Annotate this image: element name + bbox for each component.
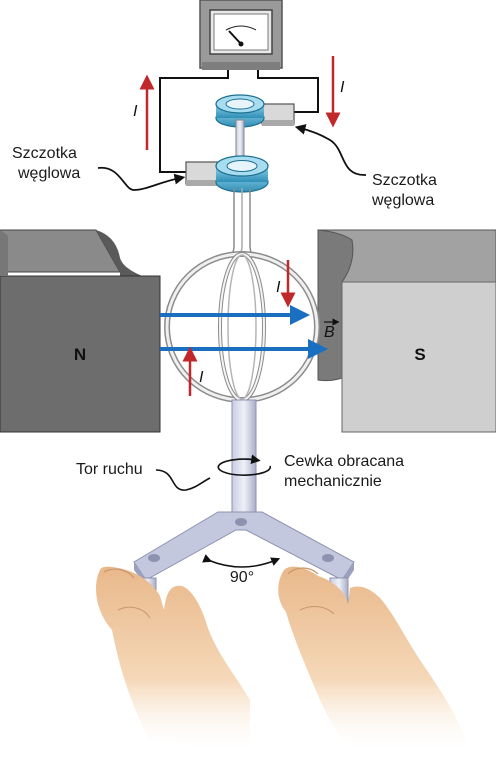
svg-text:B: B [324, 324, 335, 341]
brush-label-left: Szczotka węglowa [12, 145, 186, 191]
coil-leads [227, 188, 257, 259]
coil-label: Cewka obracana mechanicznie [284, 453, 404, 490]
current-label-coil-left: I [199, 369, 204, 386]
current-arrows-circuit [139, 56, 341, 150]
south-magnet: S [317, 229, 496, 433]
current-label-coil-right: I [276, 279, 281, 296]
lower-slip-ring [185, 155, 269, 193]
galvanometer [199, 0, 283, 70]
svg-text:Szczotka: Szczotka [12, 145, 77, 162]
current-label-left: I [133, 103, 138, 120]
right-hand [278, 566, 470, 755]
path-label: Tor ruchu [76, 461, 211, 491]
south-pole-label: S [414, 345, 425, 364]
svg-text:Szczotka: Szczotka [372, 172, 437, 189]
current-arrows-coil [182, 260, 296, 396]
svg-text:węglowa: węglowa [371, 192, 434, 209]
field-arrows [160, 305, 328, 359]
brush-label-right: Szczotka węglowa [294, 124, 437, 209]
field-symbol: B [324, 318, 340, 341]
circuit-wires [159, 70, 319, 173]
svg-text:węglowa: węglowa [17, 165, 80, 182]
current-label-right: I [340, 79, 345, 96]
meter-needle [228, 30, 242, 45]
angle-indicator: 90° [202, 554, 281, 586]
north-magnet: N [0, 229, 161, 433]
rotation-path [217, 454, 272, 476]
svg-text:Tor ruchu: Tor ruchu [76, 461, 143, 478]
north-pole-label: N [74, 345, 86, 364]
svg-text:Cewka obracana: Cewka obracana [284, 453, 404, 470]
left-hand [96, 566, 250, 755]
svg-text:mechanicznie: mechanicznie [284, 473, 382, 490]
angle-label: 90° [230, 569, 254, 586]
upper-slip-ring [215, 94, 295, 128]
